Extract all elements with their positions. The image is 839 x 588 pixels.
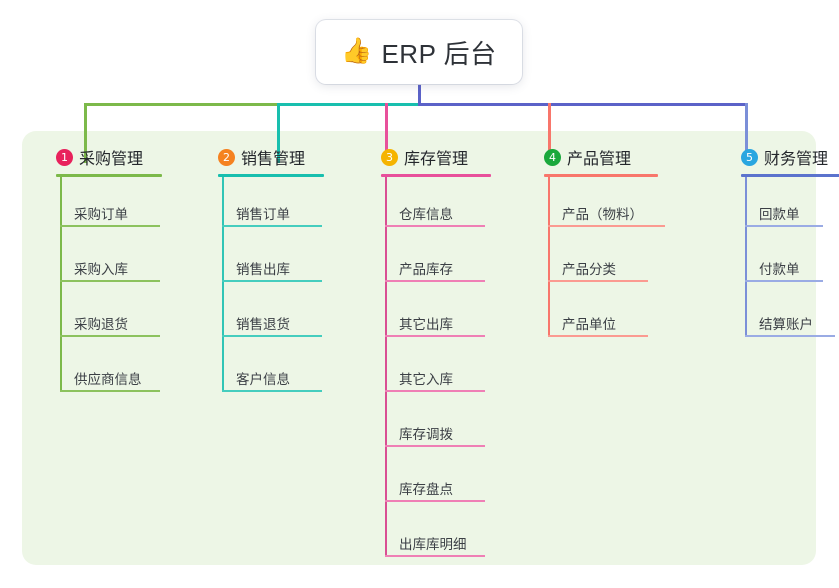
list-item-label: 回款单 — [759, 207, 800, 222]
branch-spine-5 — [745, 177, 747, 336]
branch-column-4: 4 产品管理 产品（物料） 产品分类 产品单位 — [528, 144, 698, 337]
root-node-card[interactable]: 👍 ERP 后台 — [316, 20, 522, 84]
list-item-rule — [385, 335, 485, 337]
list-item[interactable]: 其它出库 — [385, 313, 485, 343]
list-item[interactable]: 销售出库 — [222, 258, 322, 288]
branch-badge-2: 2 — [218, 148, 235, 166]
list-item-rule — [745, 280, 823, 282]
branch-header-rule-2 — [218, 174, 324, 177]
branch-header-2[interactable]: 2 销售管理 — [202, 144, 352, 170]
branch-title-3: 库存管理 — [404, 151, 469, 168]
branch-spine-4 — [548, 177, 550, 336]
list-item-rule — [385, 445, 485, 447]
thumbs-up-icon: 👍 — [341, 36, 373, 65]
list-item[interactable]: 库存盘点 — [385, 478, 485, 508]
branch-badge-1: 1 — [56, 148, 73, 166]
list-item-label: 供应商信息 — [74, 372, 142, 387]
list-item-rule — [222, 280, 322, 282]
list-item-rule — [385, 280, 485, 282]
list-item-rule — [745, 335, 835, 337]
list-item[interactable]: 采购退货 — [60, 313, 160, 343]
list-item-label: 结算账户 — [759, 317, 813, 332]
list-item[interactable]: 产品分类 — [548, 258, 648, 288]
branch-badge-5: 5 — [741, 148, 758, 166]
list-item-label: 客户信息 — [236, 372, 290, 387]
list-item-label: 其它出库 — [399, 317, 453, 332]
list-item-rule — [548, 225, 665, 227]
list-item-label: 仓库信息 — [399, 207, 453, 222]
branch-spine-2 — [222, 177, 224, 391]
list-item-rule — [60, 225, 160, 227]
list-item[interactable]: 产品（物料） — [548, 203, 665, 233]
list-item-label: 付款单 — [759, 262, 800, 277]
root-node-label: ERP 后台 — [381, 38, 497, 69]
list-item-label: 产品单位 — [562, 317, 616, 332]
branch-header-1[interactable]: 1 采购管理 — [40, 144, 190, 170]
list-item[interactable]: 付款单 — [745, 258, 823, 288]
branch-header-rule-1 — [56, 174, 162, 177]
branch-title-2: 销售管理 — [241, 151, 306, 168]
list-item-rule — [222, 390, 322, 392]
list-item[interactable]: 采购入库 — [60, 258, 160, 288]
branch-column-1: 1 采购管理 采购订单 采购入库 采购退货 供应商信息 — [40, 144, 190, 392]
list-item-rule — [385, 390, 485, 392]
branch-spine-3 — [385, 177, 387, 556]
list-item-label: 采购退货 — [74, 317, 128, 332]
list-item-label: 库存调拨 — [399, 427, 453, 442]
list-item-label: 出库库明细 — [399, 537, 467, 552]
branch-header-rule-4 — [544, 174, 658, 177]
branch-column-3: 3 库存管理 仓库信息 产品库存 其它出库 其它入库 库存调拨 库存盘点 — [365, 144, 520, 557]
branch-header-rule-5 — [741, 174, 839, 177]
branch-badge-3: 3 — [381, 148, 398, 166]
diagram-panel — [22, 131, 816, 565]
branch-title-5: 财务管理 — [764, 151, 829, 168]
list-item-rule — [60, 335, 160, 337]
list-item-rule — [222, 225, 322, 227]
list-item-rule — [385, 225, 485, 227]
branch-header-4[interactable]: 4 产品管理 — [528, 144, 698, 170]
branch-title-1: 采购管理 — [79, 151, 144, 168]
branch-badge-4: 4 — [544, 148, 561, 166]
list-item-label: 库存盘点 — [399, 482, 453, 497]
list-item[interactable]: 采购订单 — [60, 203, 160, 233]
list-item-label: 销售出库 — [236, 262, 290, 277]
branch-header-rule-3 — [381, 174, 491, 177]
list-item-label: 产品（物料） — [562, 207, 643, 222]
list-item-label: 产品分类 — [562, 262, 616, 277]
list-item-rule — [745, 225, 823, 227]
branch-header-3[interactable]: 3 库存管理 — [365, 144, 520, 170]
list-item[interactable]: 结算账户 — [745, 313, 835, 343]
list-item-rule — [548, 335, 648, 337]
list-item-rule — [548, 280, 648, 282]
list-item-label: 销售订单 — [236, 207, 290, 222]
list-item[interactable]: 其它入库 — [385, 368, 485, 398]
list-item[interactable]: 供应商信息 — [60, 368, 160, 398]
list-item-label: 其它入库 — [399, 372, 453, 387]
list-item-label: 销售退货 — [236, 317, 290, 332]
branch-column-5: 5 财务管理 回款单 付款单 结算账户 — [725, 144, 839, 337]
list-item[interactable]: 销售订单 — [222, 203, 322, 233]
list-item[interactable]: 仓库信息 — [385, 203, 485, 233]
branch-column-2: 2 销售管理 销售订单 销售出库 销售退货 客户信息 — [202, 144, 352, 392]
list-item[interactable]: 销售退货 — [222, 313, 322, 343]
list-item[interactable]: 客户信息 — [222, 368, 322, 398]
branch-header-5[interactable]: 5 财务管理 — [725, 144, 829, 170]
list-item-rule — [60, 280, 160, 282]
list-item-rule — [60, 390, 160, 392]
list-item-label: 产品库存 — [399, 262, 453, 277]
list-item[interactable]: 回款单 — [745, 203, 823, 233]
list-item-label: 采购入库 — [74, 262, 128, 277]
list-item-label: 采购订单 — [74, 207, 128, 222]
list-item[interactable]: 产品单位 — [548, 313, 648, 343]
list-item-rule — [385, 500, 485, 502]
branch-spine-1 — [60, 177, 62, 391]
list-item-rule — [222, 335, 322, 337]
list-item[interactable]: 产品库存 — [385, 258, 485, 288]
list-item[interactable]: 出库库明细 — [385, 533, 485, 563]
list-item-rule — [385, 555, 485, 557]
list-item[interactable]: 库存调拨 — [385, 423, 485, 453]
branch-title-4: 产品管理 — [567, 151, 632, 168]
